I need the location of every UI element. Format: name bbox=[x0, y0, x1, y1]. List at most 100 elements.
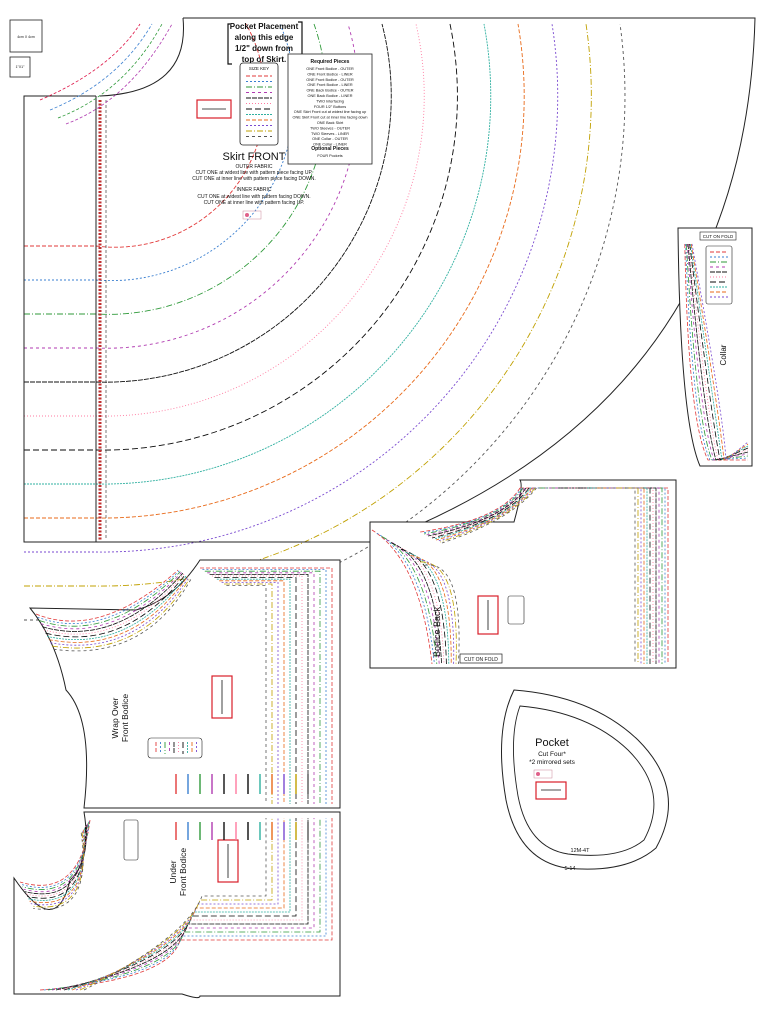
required-piece-item: ONE Collar - LINER bbox=[313, 143, 347, 147]
required-pieces-list: ONE Front Bodice - OUTER ONE Front Bodice… bbox=[293, 67, 368, 147]
pocket-outline-large bbox=[501, 689, 669, 870]
skirt-waist-guide bbox=[49, 23, 153, 111]
logo-mark bbox=[245, 213, 249, 217]
under-front-neck-line bbox=[23, 823, 88, 893]
under-front-neck-line bbox=[19, 819, 91, 886]
required-piece-item: ONE Collar - OUTER bbox=[312, 137, 348, 141]
under-front-neck-line bbox=[31, 831, 84, 908]
skirt-size-line bbox=[24, 23, 559, 553]
pocket-placement-line: Pocket Placement bbox=[230, 22, 299, 31]
under-front-size-key bbox=[123, 819, 139, 861]
wrap-over-size-lines bbox=[35, 567, 333, 804]
wrap-over-neck-line bbox=[37, 570, 180, 624]
wrap-over-buttonhole-marks bbox=[175, 774, 309, 794]
under-front-title-line1: Under bbox=[168, 860, 178, 883]
bodice-back-neck-line bbox=[431, 487, 530, 539]
pocket-cut: Cut Four* bbox=[538, 751, 566, 758]
skirt-waist-guide bbox=[57, 23, 163, 119]
under-front-neck-line bbox=[25, 825, 87, 897]
required-piece-item: FOUR 1/2" Buttons bbox=[314, 105, 346, 109]
pocket-placement-note: Pocket Placement along this edge 1/2" do… bbox=[227, 21, 303, 65]
skirt-waist-guide bbox=[65, 23, 173, 125]
bodice-back-neck-line bbox=[435, 487, 533, 541]
bodice-back-neck-line bbox=[423, 487, 524, 535]
wrap-over-title-line1: Wrap Over bbox=[110, 697, 120, 738]
required-piece-item: ONE Front Bodice - OUTER bbox=[306, 78, 354, 82]
required-piece-item: TWO Interfacing bbox=[316, 99, 344, 103]
wrap-over-side-line bbox=[200, 567, 333, 804]
pocket-piece: Pocket Cut Four* *2 mirrored sets 12M-4T… bbox=[501, 689, 669, 872]
optional-piece-item: FOUR Pockets bbox=[317, 154, 342, 158]
wrap-over-side-line bbox=[209, 574, 309, 804]
required-piece-item: TWO Sleeves - OUTER bbox=[310, 126, 350, 130]
wrap-over-side-line bbox=[214, 577, 297, 804]
skirt-size-line bbox=[24, 23, 425, 417]
wrap-over-side-line bbox=[204, 570, 321, 804]
pocket-size-large: 5-14 bbox=[564, 866, 575, 872]
wrap-over-side-line bbox=[212, 575, 303, 804]
pocket-grainline bbox=[535, 781, 567, 800]
collar-size-line bbox=[686, 243, 749, 461]
bodice-back-neck-line bbox=[433, 487, 531, 540]
pocket-placement-bracket bbox=[298, 21, 303, 60]
wrap-over-neck-line bbox=[47, 575, 187, 640]
collar-size-line bbox=[684, 243, 748, 461]
collar-size-key-swatches bbox=[710, 251, 728, 298]
bodice-back-neck-line bbox=[427, 487, 527, 537]
skirt-inner-line: CUT ONE at widest line with pattern faci… bbox=[197, 194, 310, 200]
wrap-over-side-line bbox=[219, 580, 285, 804]
required-piece-item: ONE Front Bodice - LINER bbox=[307, 72, 353, 76]
logo-mark bbox=[536, 772, 540, 776]
test-square-unit-label: 1"X1" bbox=[16, 65, 25, 69]
bodice-back-size-line bbox=[395, 487, 654, 665]
wrap-over-side-line bbox=[221, 582, 279, 804]
collar-fold-label-box bbox=[699, 231, 737, 241]
skirt-size-line bbox=[24, 23, 392, 383]
skirt-outer-heading: OUTER FABRIC bbox=[236, 164, 273, 170]
collar-size-lines bbox=[684, 243, 749, 461]
skirt-front-piece: Pocket Placement along this edge 1/2" do… bbox=[23, 17, 756, 621]
pocket-placement-line: 1/2" down from bbox=[235, 44, 293, 53]
required-piece-item: ONE Skirt Front cut at inner line facing… bbox=[293, 116, 368, 120]
wrap-over-neck-line bbox=[43, 573, 185, 635]
wrap-over-side-line bbox=[216, 578, 291, 804]
pocket-outline-small bbox=[513, 705, 655, 856]
bodice-back-size-line bbox=[400, 487, 651, 665]
skirt-outline bbox=[23, 17, 756, 543]
test-square-label: 4cm X 4cm bbox=[17, 35, 35, 39]
collar-size-line bbox=[685, 243, 749, 461]
wrap-over-neck-line bbox=[53, 578, 192, 652]
collar-cut-on-fold: CUT ON FOLD bbox=[703, 234, 734, 239]
wrap-over-neck-line bbox=[50, 576, 190, 646]
size-key-swatches bbox=[246, 75, 272, 137]
wrap-over-side-line bbox=[226, 585, 267, 804]
wrap-over-size-key-swatches bbox=[155, 742, 197, 754]
required-pieces-frame bbox=[287, 53, 373, 165]
bodice-back-size-line bbox=[410, 487, 645, 665]
wrap-over-side-line bbox=[224, 583, 273, 804]
bodice-back-neck-line bbox=[441, 487, 537, 544]
bodice-back-neck-line bbox=[421, 487, 522, 534]
collar-size-line bbox=[690, 243, 749, 461]
pocket-placement-line: along this edge bbox=[235, 33, 294, 42]
skirt-inner-heading: INNER FABRIC bbox=[236, 187, 271, 193]
skirt-outer-line: CUT ONE at inner line with pattern piece… bbox=[192, 176, 316, 182]
under-front-size-lines bbox=[19, 818, 333, 991]
collar-size-line bbox=[691, 243, 749, 461]
optional-pieces-heading: Optional Pieces bbox=[311, 146, 349, 152]
wrap-over-side-line bbox=[202, 569, 327, 804]
skirt-size-line bbox=[24, 23, 492, 485]
bodice-back-neck-line bbox=[439, 487, 536, 543]
bodice-back-piece: Bodice Back CUT ON FOLD bbox=[369, 479, 677, 669]
wrap-over-side-line bbox=[207, 572, 315, 804]
skirt-size-line bbox=[24, 23, 359, 349]
collar-size-line bbox=[689, 243, 749, 461]
under-front-neck-line bbox=[29, 829, 85, 903]
pocket-title: Pocket bbox=[535, 737, 569, 749]
test-square-group: 4cm X 4cm 1"X1" bbox=[9, 19, 43, 78]
required-piece-item: TWO Sleeves - LINER bbox=[311, 132, 349, 136]
bodice-back-neck-line bbox=[429, 487, 528, 538]
pocket-placement-line: top of Skirt. bbox=[242, 55, 286, 64]
designer-logo bbox=[533, 769, 553, 779]
